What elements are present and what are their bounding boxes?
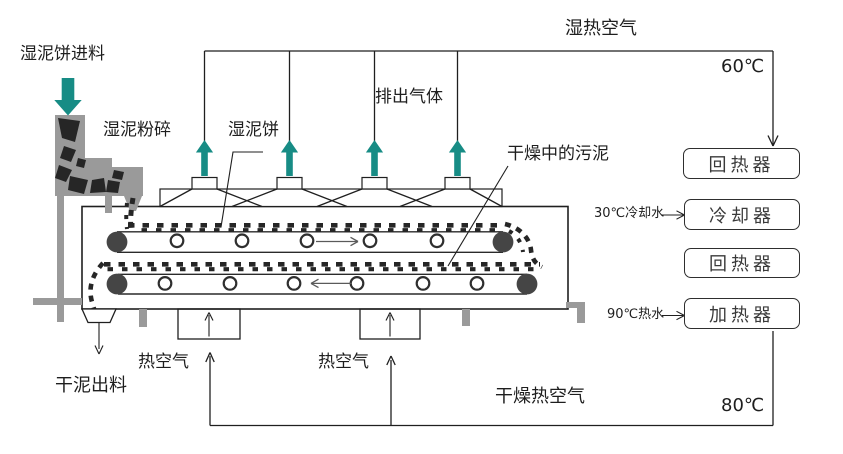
- hot-air-duct-boxes: [177, 308, 421, 340]
- crusher-assembly: [55, 115, 143, 211]
- steam-arrow-4: [448, 140, 467, 176]
- hot-air-loop-pipework: [205, 331, 774, 427]
- humid-hot-air-label: 湿热空气: [565, 18, 637, 39]
- lower-belt-right-pulley: [516, 273, 538, 295]
- temp-60-label: 60℃: [721, 56, 765, 77]
- crusher-label: 湿泥粉碎: [103, 120, 171, 140]
- reheater-1-box: 回热器: [683, 148, 800, 179]
- upper-belt-right-pulley: [492, 231, 514, 253]
- cooling-water-label: 30℃冷却水: [594, 206, 665, 221]
- steam-arrow-2: [280, 140, 299, 176]
- upper-belt-left-pulley: [106, 231, 128, 253]
- drying-sludge-label: 干燥中的污泥: [507, 144, 609, 164]
- cooler-box: 冷却器: [684, 199, 800, 230]
- dry-sludge-outlet: [80, 308, 118, 355]
- reheater-2-box: 回热器: [684, 248, 800, 278]
- feed-down-arrow: [54, 78, 82, 116]
- temp-80-label: 80℃: [721, 395, 765, 416]
- steam-arrow-1: [195, 140, 214, 176]
- wet-cake-label: 湿泥饼: [228, 120, 279, 140]
- dry-outlet-label: 干泥出料: [55, 375, 127, 396]
- cooler-label: 冷却器: [709, 205, 775, 227]
- hot-air-inlet-2-label: 热空气: [318, 352, 369, 372]
- drying-hot-air-label: 干燥热空气: [495, 386, 585, 407]
- steam-up-arrows: [195, 140, 467, 176]
- exhaust-pipework: [203, 50, 779, 147]
- heater-box: 加热器: [684, 298, 800, 329]
- feed-label: 湿泥饼进料: [20, 44, 105, 64]
- lower-belt-left-pulley: [106, 273, 128, 295]
- reheater-2-label: 回热器: [709, 254, 775, 275]
- support-frame: [33, 196, 585, 327]
- lower-belt-direction-arrow: [310, 278, 352, 289]
- chimney-stubs: [191, 176, 471, 190]
- lower-belt: [106, 273, 538, 295]
- sludge-chunks-in-chute: [55, 118, 124, 194]
- hot-air-inlet-1-label: 热空气: [138, 352, 189, 372]
- leader-lines: [220, 151, 509, 267]
- steam-arrow-3: [365, 140, 384, 176]
- exhaust-hood-band: [159, 176, 503, 208]
- upper-belt: [106, 231, 514, 254]
- upper-belt-direction-arrow: [316, 236, 359, 247]
- reheater-1-label: 回热器: [708, 154, 775, 176]
- exhaust-gas-label: 排出气体: [375, 87, 443, 107]
- heater-label: 加热器: [709, 304, 775, 326]
- water-inlet-arrows: [661, 210, 685, 321]
- sludge-trails: [88, 197, 544, 320]
- hot-water-label: 90℃热水: [607, 307, 665, 322]
